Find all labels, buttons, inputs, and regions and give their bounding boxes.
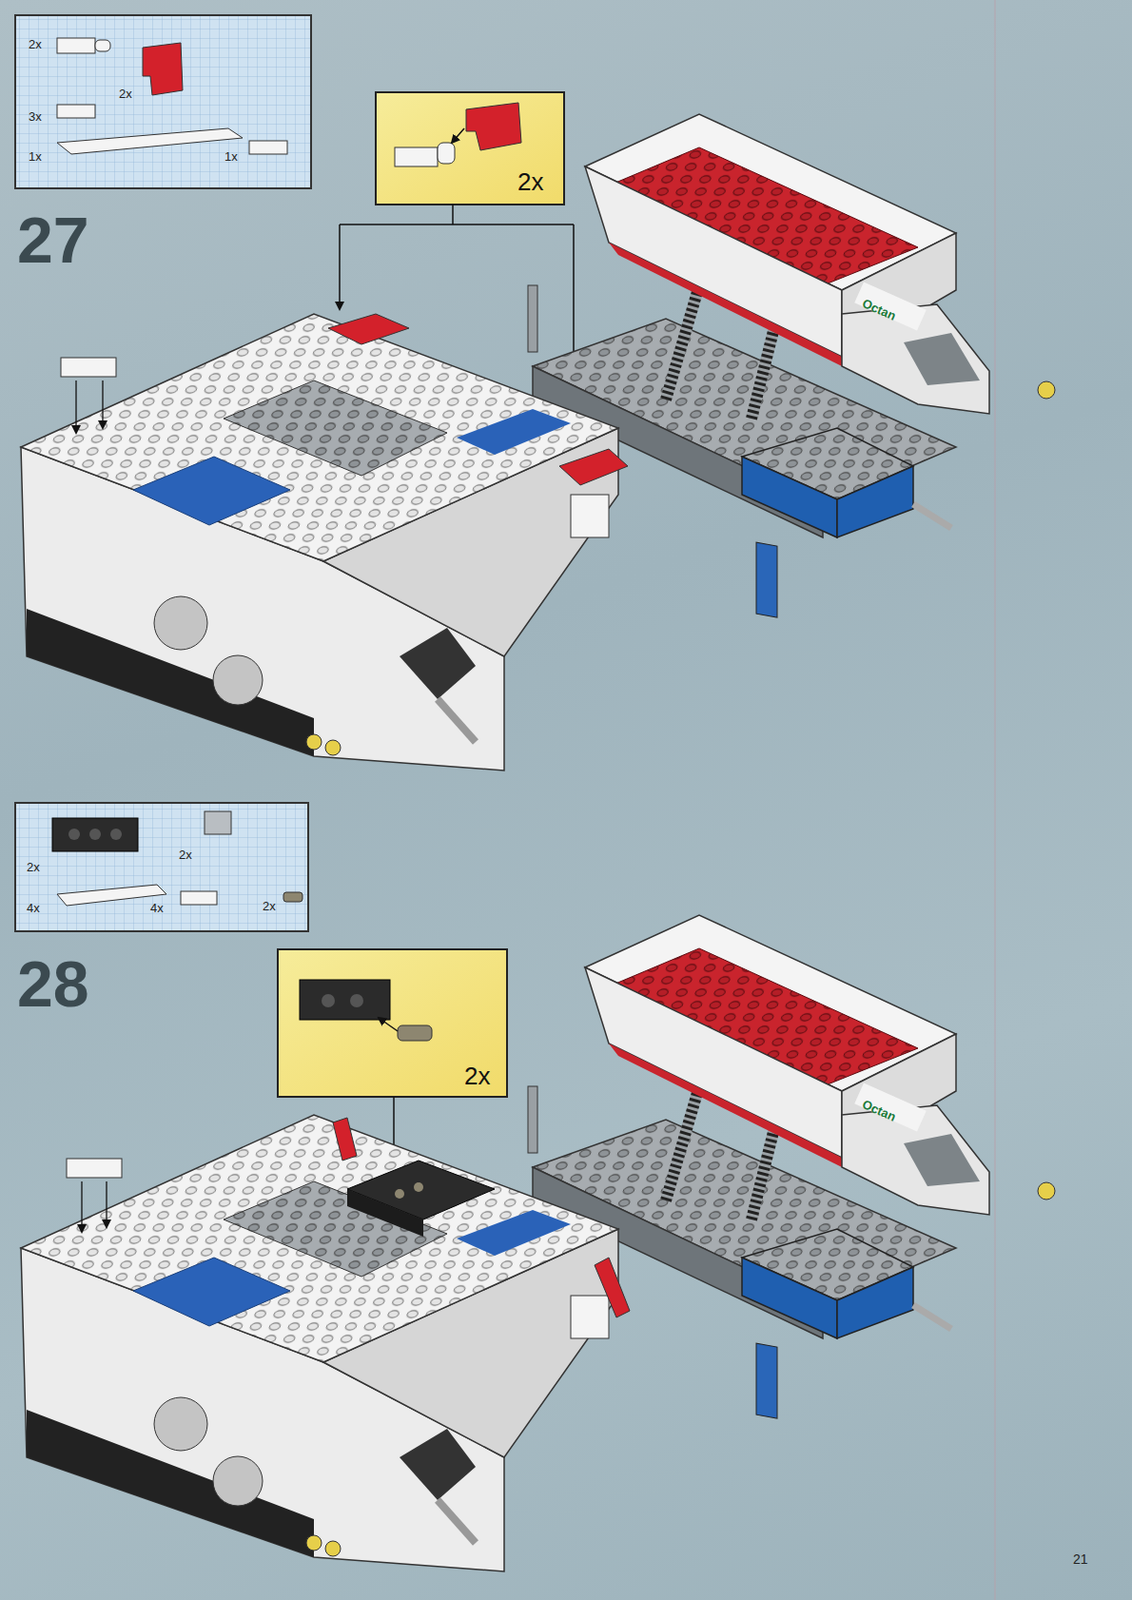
quantity-label: 1x (224, 150, 238, 163)
page-number: 21 (1073, 1552, 1089, 1566)
quantity-label: 4x (26, 901, 40, 915)
quantity-label: 2x (464, 1063, 490, 1089)
quantity-label: 2x (28, 38, 42, 51)
quantity-label: 2x (262, 899, 276, 913)
step-number: 27 (17, 207, 90, 273)
quantity-label: 2x (178, 848, 193, 861)
quantity-label: 1x (28, 150, 42, 163)
quantity-label: 2x (118, 87, 133, 100)
quantity-label: 4x (150, 901, 164, 915)
quantity-label: 2x (517, 169, 544, 195)
quantity-label: 3x (28, 110, 42, 123)
step-number: 28 (17, 951, 90, 1016)
quantity-label: 2x (26, 860, 40, 874)
